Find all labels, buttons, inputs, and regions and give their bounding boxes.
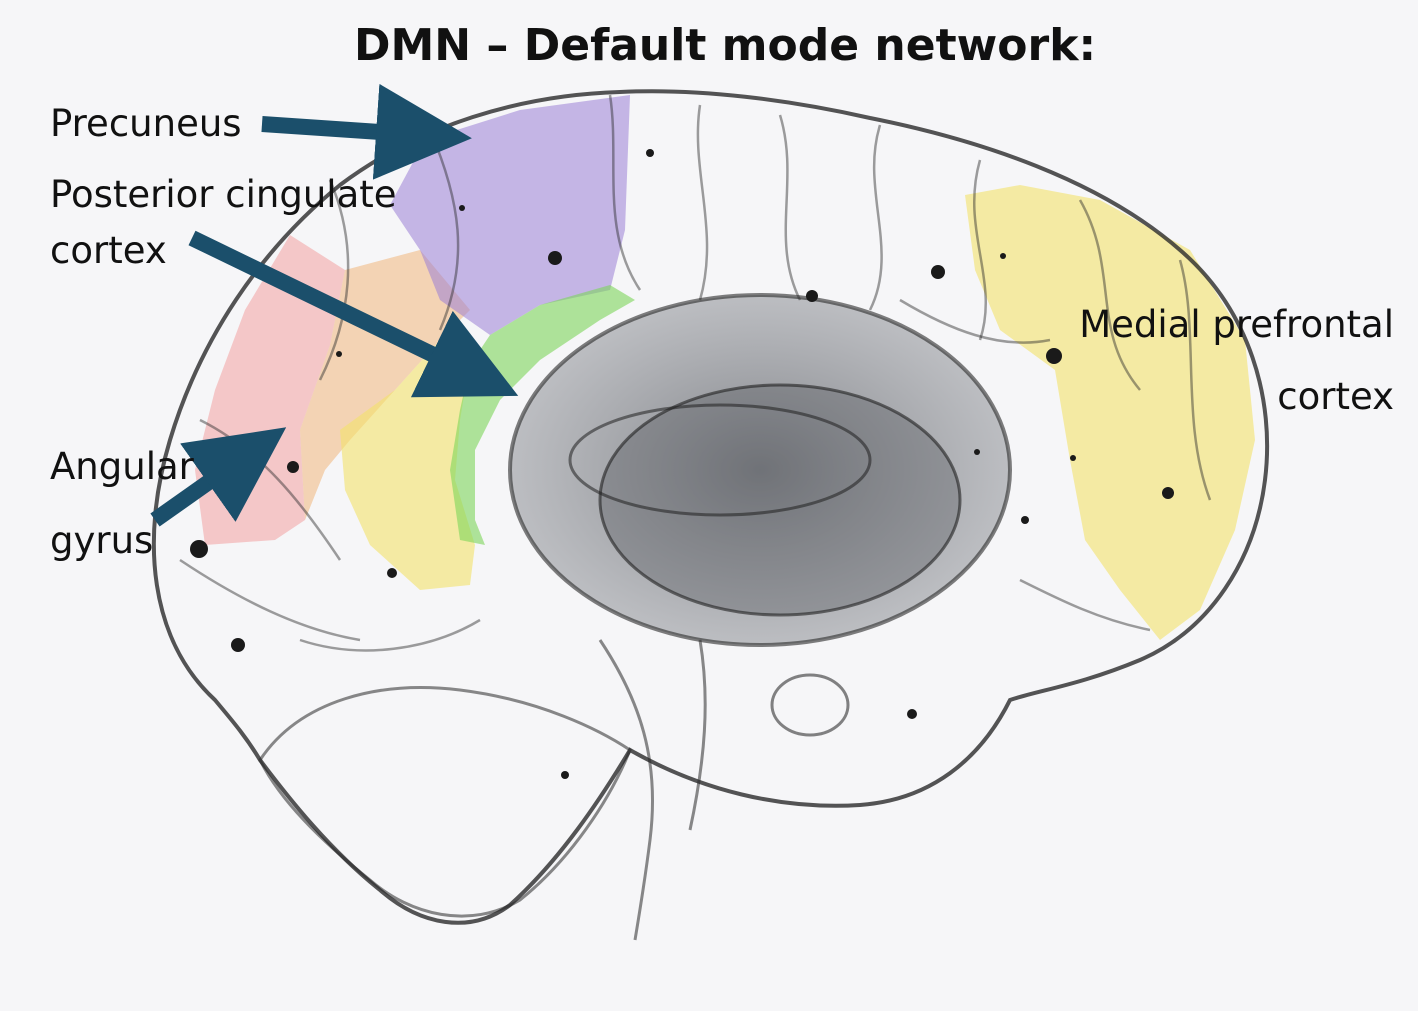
angular-gyrus-arrow	[150, 427, 287, 527]
medial-prefrontal-label-line1: Medial prefrontal	[1079, 303, 1394, 346]
precuneus-label: Precuneus	[50, 102, 242, 145]
posterior-cingulate-label-line2: cortex	[50, 229, 167, 272]
precuneus-arrow	[261, 83, 472, 180]
deep-structures	[508, 293, 1012, 647]
parietal-yellow-region	[340, 340, 475, 590]
posterior-cingulate-arrow	[188, 230, 519, 398]
cerebellum-outline	[258, 686, 632, 918]
thalamus	[598, 383, 962, 617]
network-nodes	[190, 149, 1174, 779]
amygdala	[770, 673, 850, 737]
ventricle	[568, 403, 872, 517]
brainstem	[598, 639, 707, 941]
figure-title: DMN – Default mode network:	[353, 20, 1097, 71]
medial-prefrontal-region	[965, 185, 1255, 640]
angular-gyrus-label-line1: Angular	[50, 445, 194, 488]
medial-prefrontal-label-line2: cortex	[1277, 375, 1394, 418]
angular-gyrus-label-line2: gyrus	[50, 519, 154, 562]
posterior-cingulate-label-line1: Posterior cingulate	[50, 173, 397, 216]
